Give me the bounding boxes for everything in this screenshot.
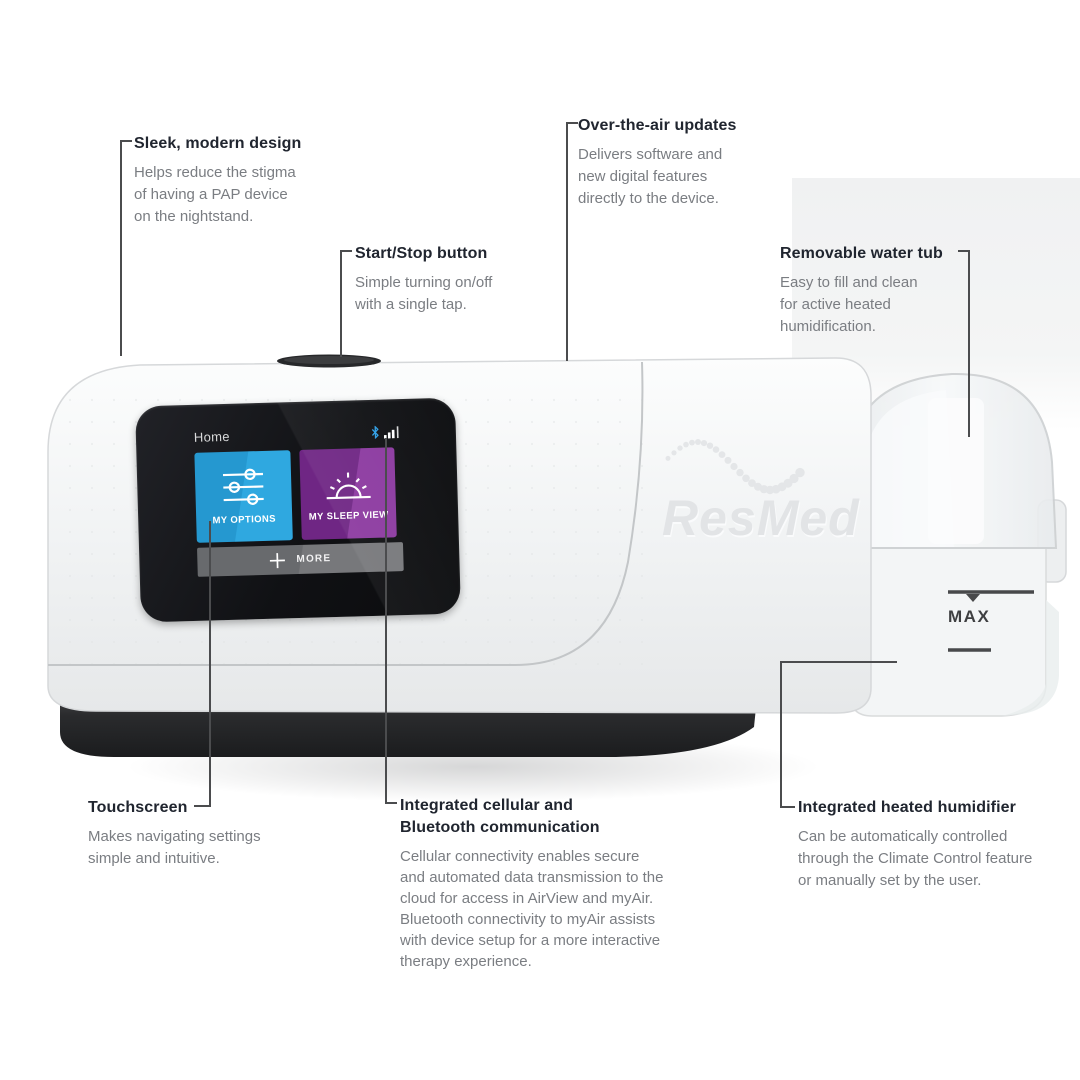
callout-body: Easy to fill and clean for active heated… <box>780 274 918 335</box>
brand-name: ResMed <box>662 490 860 546</box>
sliders-icon <box>222 468 264 505</box>
callout-title: Removable water tub <box>780 245 943 262</box>
callout-body: Helps reduce the stigma of having a PAP … <box>134 164 296 225</box>
callout-cellular-bluetooth: Integrated cellular and Bluetooth commun… <box>400 795 664 972</box>
callout-title: Sleek, modern design <box>134 135 302 152</box>
more-button: MORE <box>197 542 404 577</box>
tile-my-sleep-view: MY SLEEP VIEW <box>299 447 397 540</box>
callout-water-tub: Removable water tub Easy to fill and cle… <box>780 243 943 338</box>
callout-body: Simple turning on/off with a single tap. <box>355 274 493 313</box>
callout-touchscreen: Touchscreen Makes navigating settings si… <box>88 797 261 870</box>
connector-start-stop <box>340 250 352 357</box>
callout-body: Makes navigating settings simple and int… <box>88 828 261 867</box>
plus-icon <box>269 552 286 568</box>
max-label: MAX <box>948 607 990 626</box>
callout-sleek-design: Sleek, modern design Helps reduce the st… <box>134 133 301 228</box>
connector-cellular <box>385 438 397 804</box>
panel-seam <box>48 361 644 666</box>
callout-ota-updates: Over-the-air updates Delivers software a… <box>578 115 736 210</box>
connector-humidifier <box>780 661 897 808</box>
touchscreen-bezel: Home <box>135 397 461 623</box>
max-fill-line: MAX <box>948 590 1034 652</box>
connector-ota-updates <box>566 122 578 361</box>
resmed-logo: ResMed ResMed <box>662 439 861 548</box>
callout-title: Start/Stop button <box>355 245 488 262</box>
bluetooth-icon <box>371 425 379 439</box>
connector-sleek-design <box>120 140 132 356</box>
tile-my-options: MY OPTIONS <box>194 450 293 543</box>
callout-heated-humidifier: Integrated heated humidifier Can be auto… <box>798 797 1032 892</box>
callout-title: Integrated heated humidifier <box>798 799 1016 816</box>
screen-status-icons <box>371 425 400 439</box>
touchscreen: Home <box>194 423 404 577</box>
max-arrow-icon <box>966 594 980 602</box>
callout-body: Can be automatically controlled through … <box>798 828 1033 889</box>
tub-clear-foot <box>1002 600 1059 716</box>
callout-start-stop: Start/Stop button Simple turning on/off … <box>355 243 492 316</box>
resmed-wave-icon <box>665 439 805 495</box>
brand-name-shadow: ResMed <box>663 492 861 548</box>
connector-touchscreen <box>194 521 211 807</box>
callout-body: Delivers software and new digital featur… <box>578 146 723 207</box>
connector-water-tub <box>958 250 970 437</box>
signal-strength-icon <box>383 425 399 439</box>
callout-title: Integrated cellular and Bluetooth commun… <box>400 797 600 836</box>
start-stop-button <box>277 354 381 368</box>
callout-title: Over-the-air updates <box>578 117 737 134</box>
sunrise-icon <box>326 472 371 499</box>
callout-body: Cellular connectivity enables secure and… <box>400 848 664 970</box>
callout-title: Touchscreen <box>88 799 188 816</box>
